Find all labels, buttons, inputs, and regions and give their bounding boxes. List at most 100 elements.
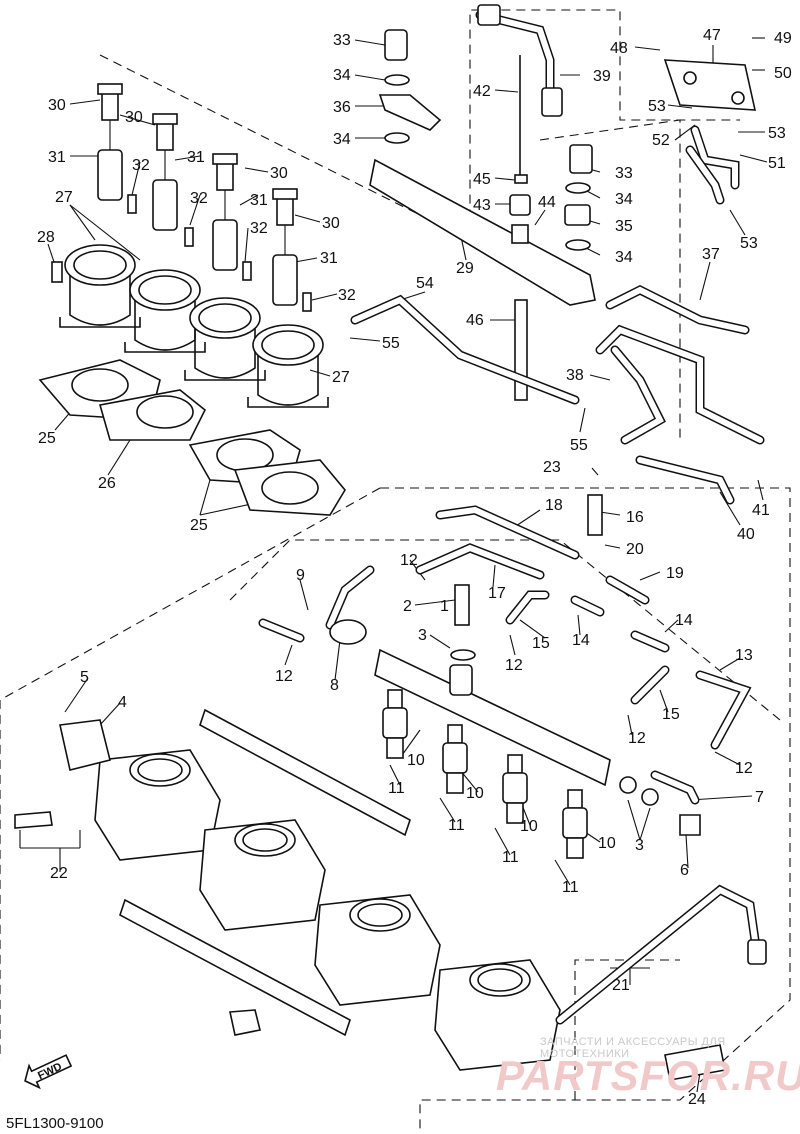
callout: 12 bbox=[628, 730, 646, 747]
callout: 55 bbox=[382, 335, 400, 352]
callout: 11 bbox=[448, 817, 465, 834]
callout: 32 bbox=[190, 190, 208, 207]
callout: 40 bbox=[737, 526, 755, 543]
callout: 12 bbox=[275, 668, 293, 685]
callout: 32 bbox=[338, 287, 356, 304]
callout: 30 bbox=[270, 165, 288, 182]
callout: 12 bbox=[505, 657, 523, 674]
callout: 54 bbox=[416, 275, 434, 292]
upper-right-bracket bbox=[663, 59, 757, 205]
callout: 44 bbox=[538, 194, 556, 211]
callout: 10 bbox=[520, 818, 538, 835]
callout: 30 bbox=[322, 215, 340, 232]
fwd-arrow-icon: FWD bbox=[24, 1054, 73, 1090]
callout: 23 bbox=[543, 459, 561, 476]
callout: 41 bbox=[752, 502, 770, 519]
callout: 30 bbox=[125, 109, 143, 126]
callout: 10 bbox=[598, 835, 616, 852]
callout: 11 bbox=[388, 780, 405, 797]
callout: 34 bbox=[333, 67, 351, 84]
callout: 25 bbox=[38, 430, 56, 447]
callout: 3 bbox=[418, 627, 427, 644]
callout: 21 bbox=[612, 977, 630, 994]
callout: 16 bbox=[626, 509, 644, 526]
callout: 25 bbox=[190, 517, 208, 534]
callout: 45 bbox=[473, 171, 491, 188]
callout: 43 bbox=[473, 197, 491, 214]
callout: 55 bbox=[570, 437, 588, 454]
callout: 31 bbox=[250, 192, 268, 209]
callout: 48 bbox=[610, 40, 628, 57]
joint-plates bbox=[38, 359, 346, 516]
fuel-hoses-right bbox=[350, 284, 765, 505]
callout: 11 bbox=[562, 879, 579, 896]
injector-group-upper bbox=[51, 83, 312, 312]
callout: 37 bbox=[702, 246, 720, 263]
callout: 33 bbox=[615, 165, 633, 182]
callout: 31 bbox=[187, 149, 205, 166]
callout: 17 bbox=[488, 585, 506, 602]
callout: 7 bbox=[755, 789, 764, 806]
intake-funnel-set bbox=[59, 244, 329, 408]
callout: 51 bbox=[768, 155, 786, 172]
callout: 34 bbox=[333, 131, 351, 148]
callout: 53 bbox=[648, 98, 666, 115]
callout: 20 bbox=[626, 541, 644, 558]
callout: 52 bbox=[652, 132, 670, 149]
callout: 50 bbox=[774, 65, 792, 82]
callout: 53 bbox=[768, 125, 786, 142]
callout: 6 bbox=[680, 862, 689, 879]
callout: 38 bbox=[566, 367, 584, 384]
callout: 47 bbox=[703, 27, 721, 44]
callout: 27 bbox=[55, 189, 73, 206]
callout: 12 bbox=[400, 552, 418, 569]
watermark-caption: ЗАПЧАСТИ И АКСЕССУАРЫ ДЛЯ МОТОТЕХНИКИ bbox=[540, 1036, 726, 1060]
callout-labels: 1 2 3 3 4 5 6 7 8 9 10 10 10 10 11 11 11… bbox=[37, 27, 792, 1108]
callout: 15 bbox=[532, 635, 550, 652]
callout: 33 bbox=[333, 32, 351, 49]
callout: 18 bbox=[545, 497, 563, 514]
callout: 14 bbox=[675, 612, 693, 629]
callout: 5 bbox=[80, 669, 89, 686]
watermark-logo: PARTSFOR.RU bbox=[496, 1052, 800, 1099]
callout: 12 bbox=[735, 760, 753, 777]
callout: 26 bbox=[98, 475, 116, 492]
callout: 13 bbox=[735, 647, 753, 664]
callout: 49 bbox=[774, 30, 792, 47]
callout: 24 bbox=[688, 1091, 706, 1108]
throttle-body-assembly bbox=[14, 708, 767, 1081]
callout: 3 bbox=[635, 837, 644, 854]
callout: 9 bbox=[296, 567, 305, 584]
callout: 35 bbox=[615, 218, 633, 235]
injector-group-lower bbox=[382, 689, 588, 859]
callout: 31 bbox=[320, 250, 338, 267]
callout: 28 bbox=[37, 229, 55, 246]
callout: 15 bbox=[662, 706, 680, 723]
callout: 32 bbox=[132, 157, 150, 174]
leader-lines bbox=[19, 37, 768, 1093]
assembly-boundaries bbox=[0, 9, 791, 1130]
callout: 11 bbox=[502, 849, 519, 866]
callout: 53 bbox=[740, 235, 758, 252]
callout: 42 bbox=[473, 83, 491, 100]
callout: 32 bbox=[250, 220, 268, 237]
fwd-label: FWD bbox=[36, 1061, 64, 1082]
callout: 31 bbox=[48, 149, 66, 166]
callout: 2 bbox=[403, 598, 412, 615]
callout: 27 bbox=[332, 369, 350, 386]
callout: 22 bbox=[50, 865, 68, 882]
callout: 8 bbox=[330, 677, 339, 694]
callout: 14 bbox=[572, 632, 590, 649]
callout: 29 bbox=[456, 260, 474, 277]
callout: 34 bbox=[615, 249, 633, 266]
callout: 19 bbox=[666, 565, 684, 582]
callout: 39 bbox=[593, 68, 611, 85]
callout: 46 bbox=[466, 312, 484, 329]
callout: 1 bbox=[440, 598, 449, 615]
lower-fuel-rail bbox=[258, 494, 752, 836]
callout: 30 bbox=[48, 97, 66, 114]
callout: 4 bbox=[118, 694, 127, 711]
callout: 34 bbox=[615, 191, 633, 208]
drawing-code: 5FL1300-9100 bbox=[6, 1115, 104, 1132]
